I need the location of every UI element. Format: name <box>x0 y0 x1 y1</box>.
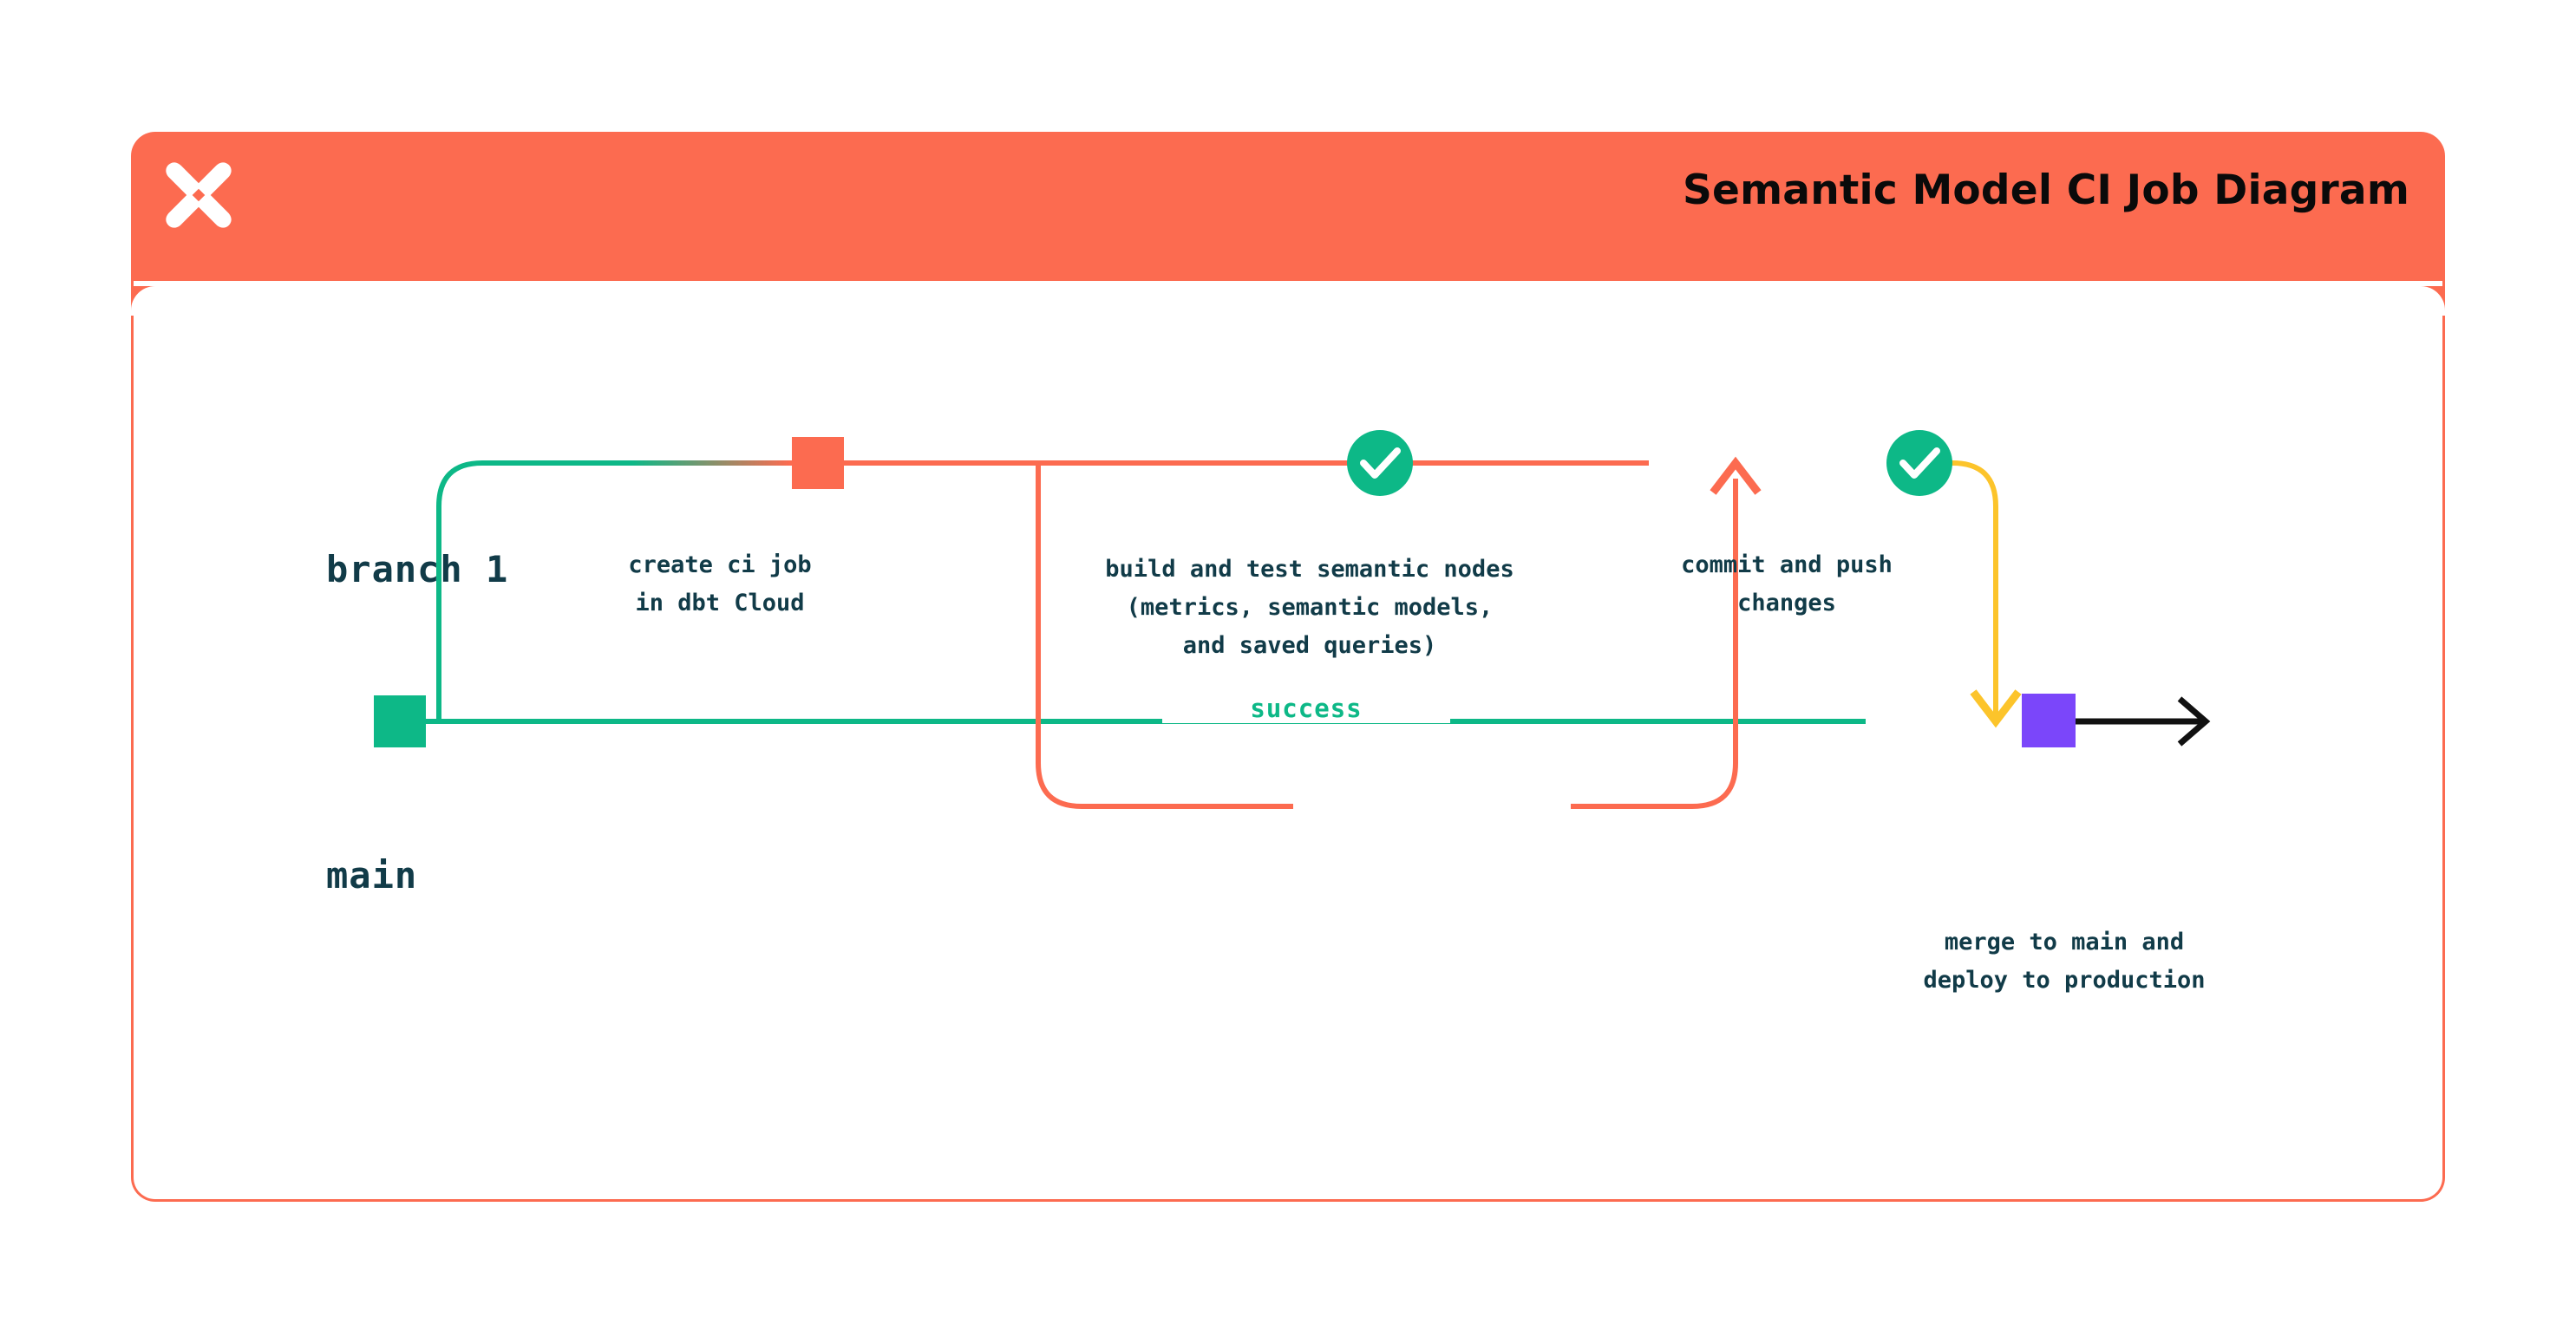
node-caption-merge-to-main: merge to main and deploy to production <box>1923 929 2206 994</box>
check-icon <box>1360 447 1401 479</box>
merge-to-main-edge <box>1892 460 2022 728</box>
node-marker-main-start[interactable] <box>374 695 426 747</box>
branch-1-line <box>436 460 1892 721</box>
dbt-logo-icon <box>166 162 232 228</box>
main-continues-arrow <box>2074 696 2211 747</box>
node-marker-merge-to-main[interactable] <box>2022 694 2076 747</box>
node-caption-commit-and-push: commit and push changes <box>1681 551 1893 616</box>
node-caption-create-ci-job: create ci job in dbt Cloud <box>628 551 812 616</box>
card-header <box>131 132 2445 286</box>
page-title: Semantic Model CI Job Diagram <box>1682 166 2409 214</box>
success-loop-edge <box>1036 456 1762 809</box>
node-marker-create-ci-job[interactable] <box>792 437 844 489</box>
node-caption-build-and-test: build and test semantic nodes (metrics, … <box>1105 556 1514 659</box>
branch-label-main: main <box>326 854 418 897</box>
node-marker-build-and-test[interactable] <box>1347 430 1413 496</box>
branch-label-branch-1: branch 1 <box>326 548 509 590</box>
ci-job-diagram <box>374 430 2211 809</box>
edge-label-success: success <box>1162 694 1450 723</box>
check-icon <box>1899 447 1940 479</box>
node-marker-commit-and-push[interactable] <box>1886 430 1952 496</box>
